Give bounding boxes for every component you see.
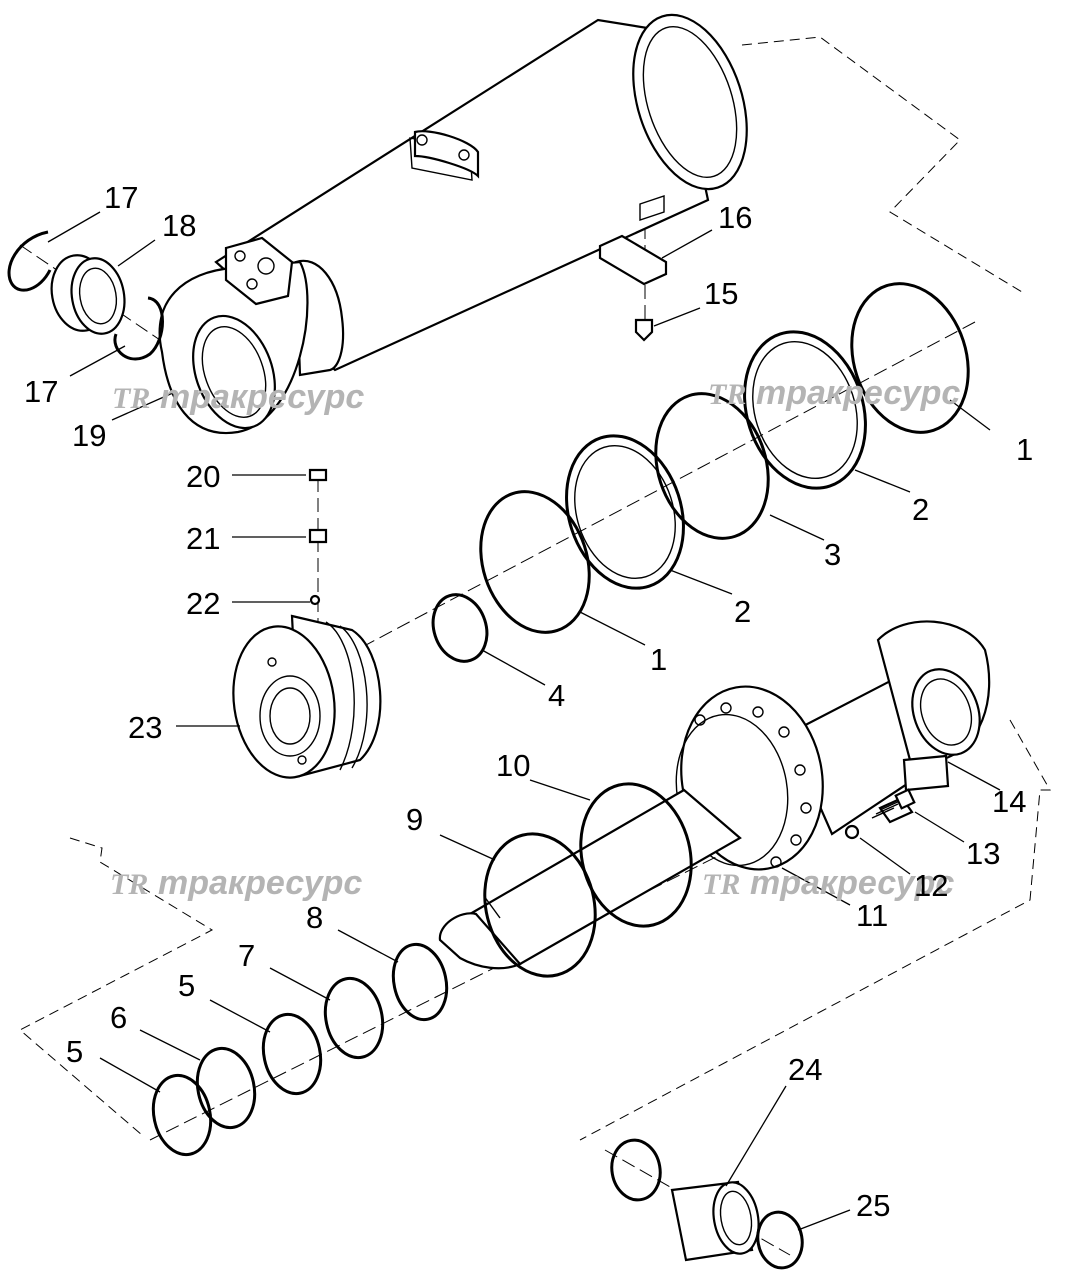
piston-rod bbox=[438, 620, 991, 970]
callout-25: 25 bbox=[856, 1188, 890, 1223]
piston-plugs bbox=[308, 468, 328, 606]
rod-head-bolt-holes bbox=[694, 702, 812, 868]
callout-23: 23 bbox=[128, 710, 162, 745]
callout-7: 7 bbox=[238, 938, 255, 973]
callout-5: 5 bbox=[178, 968, 195, 1003]
callout-24: 24 bbox=[788, 1052, 822, 1087]
callout-21: 21 bbox=[186, 521, 220, 556]
piston bbox=[232, 614, 382, 779]
watermark-bottom-left: TR тракресурс bbox=[110, 864, 362, 902]
rod-eye-bushing bbox=[610, 1138, 804, 1270]
rod-head-bolt bbox=[844, 788, 916, 840]
callout-5: 5 bbox=[66, 1034, 83, 1069]
lower-rod-seals bbox=[151, 942, 449, 1157]
upper-seal-rings bbox=[431, 282, 970, 663]
callout-12: 12 bbox=[914, 868, 948, 903]
callout-8: 8 bbox=[306, 900, 323, 935]
watermark-top-left: TR тракресурс bbox=[112, 378, 364, 416]
callout-2: 2 bbox=[734, 594, 751, 629]
callout-15: 15 bbox=[704, 276, 738, 311]
barrel-rear-eye bbox=[158, 236, 309, 435]
callout-numbers: 1 2 3 2 1 4 23 20 21 22 17 18 17 19 16 1… bbox=[24, 180, 1033, 1223]
rod-seal-rings bbox=[483, 782, 693, 978]
barrel-eye-bearing bbox=[7, 230, 164, 361]
watermark-logo: TR bbox=[110, 868, 148, 901]
watermark-logo: TR bbox=[708, 378, 746, 411]
callout-13: 13 bbox=[966, 836, 1000, 871]
leader-lines bbox=[47, 211, 1001, 1231]
callout-20: 20 bbox=[186, 459, 220, 494]
callout-9: 9 bbox=[406, 802, 423, 837]
callout-17: 17 bbox=[104, 180, 138, 215]
watermark-logo: TR bbox=[112, 382, 150, 415]
watermark-text: тракресурс bbox=[158, 864, 362, 902]
watermark-bottom-right: TR тракресурс bbox=[702, 864, 954, 902]
callout-1: 1 bbox=[650, 642, 667, 677]
callout-4: 4 bbox=[548, 678, 565, 713]
callout-22: 22 bbox=[186, 586, 220, 621]
watermark-text: тракресурс bbox=[756, 374, 960, 412]
callout-6: 6 bbox=[110, 1000, 127, 1035]
callout-17: 17 bbox=[24, 374, 58, 409]
watermark-text: тракресурс bbox=[160, 378, 364, 416]
callout-18: 18 bbox=[162, 208, 196, 243]
mounting-plate bbox=[598, 234, 668, 342]
callout-3: 3 bbox=[824, 537, 841, 572]
callout-2: 2 bbox=[912, 492, 929, 527]
callout-11: 11 bbox=[856, 898, 888, 933]
watermark-top-right: TR тракресурс bbox=[708, 374, 960, 412]
callout-1: 1 bbox=[1016, 432, 1033, 467]
watermark-text: тракресурс bbox=[750, 864, 954, 902]
callout-19: 19 bbox=[72, 418, 106, 453]
watermark-logo: TR bbox=[702, 868, 740, 901]
callout-16: 16 bbox=[718, 200, 752, 235]
callout-10: 10 bbox=[496, 748, 530, 783]
callout-14: 14 bbox=[992, 784, 1026, 819]
assembly-frame-lines bbox=[19, 36, 1051, 1141]
